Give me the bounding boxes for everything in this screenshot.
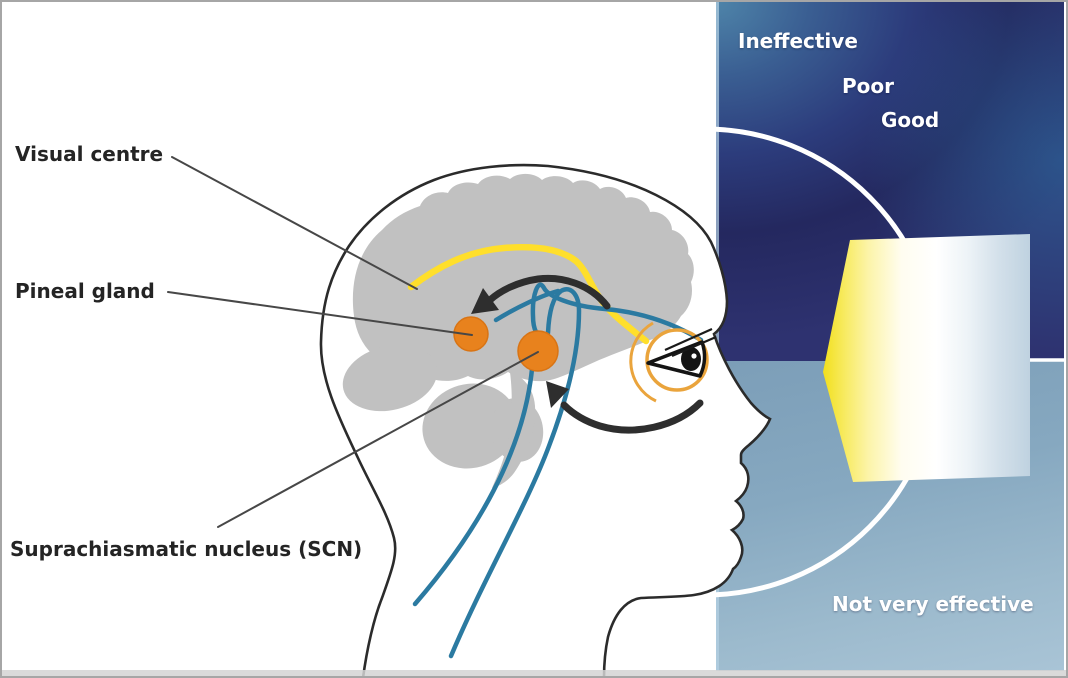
arrow-to-scn-head — [546, 381, 569, 408]
label-pointer-lines — [167, 156, 539, 528]
label-pineal-gland: Pineal gland — [15, 279, 155, 303]
cerebellum — [422, 383, 518, 469]
zone-label-ineffective: Ineffective — [738, 29, 858, 53]
signal-arrows — [471, 274, 704, 434]
brainstem — [492, 372, 536, 488]
zone-label-poor: Poor — [842, 74, 895, 98]
zone-label-good: Good — [881, 108, 940, 132]
panel-left-edge-highlight — [716, 2, 719, 671]
eyelash-line-2 — [671, 335, 717, 358]
head-outline — [319, 163, 772, 678]
neural-pathways-teal — [412, 282, 704, 659]
pathway-to-pineal — [493, 288, 561, 323]
label-visual-centre: Visual centre — [15, 142, 164, 166]
eye-halo-outer-arc — [629, 321, 657, 403]
visual-centre-pointer — [171, 156, 418, 290]
temporal-lobe — [342, 344, 438, 412]
arrow-to-scn — [560, 399, 704, 434]
arrow-to-pineal — [486, 274, 611, 310]
zone-label-not-very-effective: Not very effective — [832, 592, 1034, 616]
eye-icon — [629, 321, 717, 403]
brain-illustration — [342, 173, 694, 488]
pathway-scn-descending — [412, 366, 535, 607]
light-beam — [823, 234, 1030, 482]
scn-pointer — [217, 351, 539, 528]
label-scn: Suprachiasmatic nucleus (SCN) — [10, 537, 363, 561]
arrow-to-pineal-head — [471, 288, 499, 314]
pathway-eye-to-scn — [530, 282, 704, 343]
bottom-border-strip — [2, 670, 1066, 676]
eyelash-line-1 — [664, 327, 713, 352]
eye-pupil — [681, 347, 701, 371]
pineal-gland-pointer — [167, 291, 473, 336]
eye-glint — [691, 353, 697, 359]
eye-halo-circle — [645, 328, 709, 392]
